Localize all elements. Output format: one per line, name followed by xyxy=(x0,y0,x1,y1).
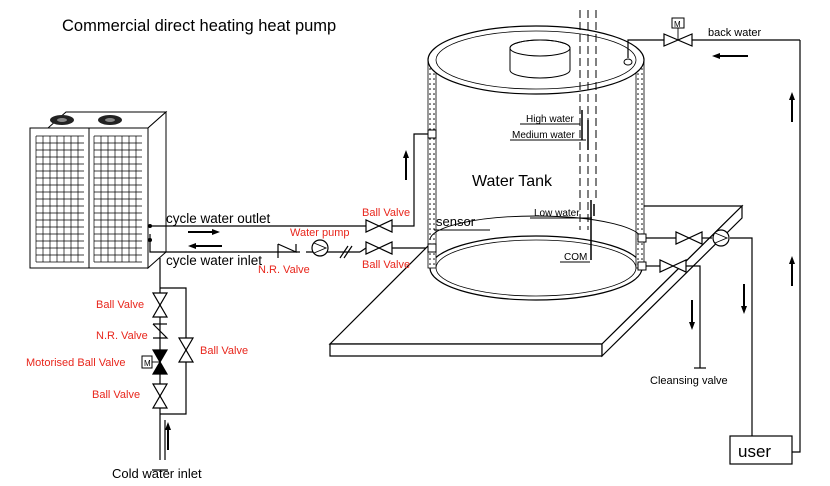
nr-valve-inlet-label: N.R. Valve xyxy=(258,264,310,276)
sensor-label: sensor xyxy=(436,214,476,229)
low-water-label: Low water xyxy=(534,208,580,219)
motorised-valve-back-water-icon: M xyxy=(663,17,693,47)
motorised-ball-valve-label: Motorised Ball Valve xyxy=(26,357,125,369)
ball-valve-cold-top-icon xyxy=(151,292,169,318)
user-label: user xyxy=(738,442,771,461)
strainer-icon xyxy=(339,245,353,259)
level-probes xyxy=(510,10,597,263)
motorised-ball-valve-icon: M xyxy=(141,349,169,375)
ball-valve-inlet-label: Ball Valve xyxy=(362,259,410,271)
high-water-label: High water xyxy=(526,114,574,125)
cycle-water-inlet-label: cycle water inlet xyxy=(166,253,262,268)
water-tank-label: Water Tank xyxy=(472,173,553,190)
ball-valve-cold-bottom-icon xyxy=(151,383,169,409)
cleansing-valve-label: Cleansing valve xyxy=(650,375,728,387)
nr-valve-inlet-icon xyxy=(277,243,297,258)
svg-text:M: M xyxy=(674,20,681,29)
nr-valve-cold-icon xyxy=(152,323,169,339)
diagram-title: Commercial direct heating heat pump xyxy=(62,17,336,35)
ball-valve-cold-bottom-label: Ball Valve xyxy=(92,389,140,401)
heat-pump-unit xyxy=(29,110,168,270)
water-tank xyxy=(427,25,647,301)
user-pump-icon xyxy=(712,229,730,247)
ball-valve-outlet-label: Ball Valve xyxy=(362,207,410,219)
svg-text:M: M xyxy=(144,359,151,368)
water-pump-label: Water pump xyxy=(290,227,350,239)
nr-valve-cold-label: N.R. Valve xyxy=(96,330,148,342)
water-pump-icon xyxy=(311,239,329,257)
ball-valve-bypass-icon xyxy=(177,337,195,363)
ball-valve-inlet-icon xyxy=(359,241,393,255)
cleansing-valve-icon xyxy=(659,259,687,273)
back-water-label: back water xyxy=(708,27,762,39)
ball-valve-user-icon xyxy=(675,231,703,245)
cold-water-line xyxy=(152,258,187,471)
ball-valve-cold-top-label: Ball Valve xyxy=(96,299,144,311)
user-box xyxy=(729,435,793,465)
user-pipes xyxy=(627,39,801,453)
medium-water-label: Medium water xyxy=(512,130,575,141)
com-label: COM xyxy=(564,252,587,263)
cold-water-inlet-label: Cold water inlet xyxy=(112,466,202,481)
cycle-water-outlet-label: cycle water outlet xyxy=(166,211,271,226)
cycle-pipes xyxy=(148,133,430,253)
labels: Water Tank cycle water outlet cycle wate… xyxy=(26,27,771,481)
ball-valve-bypass-label: Ball Valve xyxy=(200,345,248,357)
ball-valve-outlet-icon xyxy=(365,219,393,233)
